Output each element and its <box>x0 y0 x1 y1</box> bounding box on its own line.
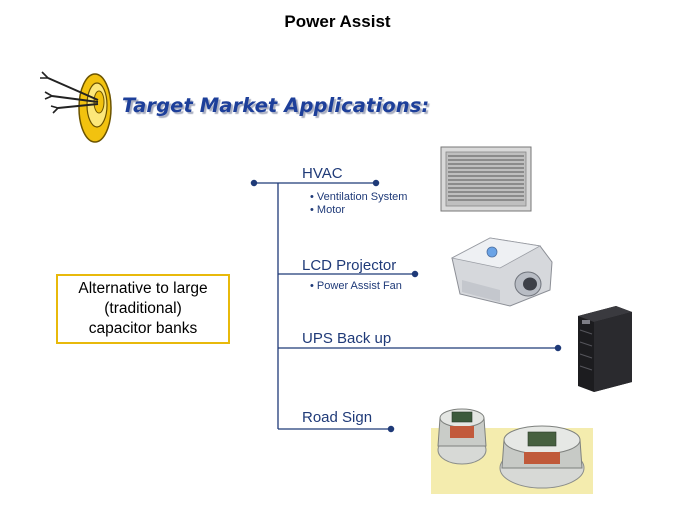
bullet-item: Ventilation System <box>310 191 408 204</box>
section-heading: Target Market Applications: <box>122 94 430 117</box>
branch-label-lcd-projector: LCD Projector <box>302 257 397 274</box>
hvac-bullets: Ventilation System Motor <box>310 191 408 217</box>
lcd-bullets: Power Assist Fan <box>310 280 402 293</box>
branch-label-road-sign: Road Sign <box>302 409 373 426</box>
branch-label-hvac: HVAC <box>302 165 343 182</box>
bullet-item: Motor <box>310 204 407 217</box>
callout-box: Alternative to large (traditional) capac… <box>56 274 230 344</box>
page-title: Power Assist <box>284 12 391 31</box>
callout-line: Alternative to large <box>78 280 208 297</box>
branch-label-ups: UPS Back up <box>302 330 392 347</box>
callout-line: (traditional) <box>104 300 182 317</box>
bullet-item: Power Assist Fan <box>310 280 402 293</box>
callout-line: capacitor banks <box>88 320 198 337</box>
